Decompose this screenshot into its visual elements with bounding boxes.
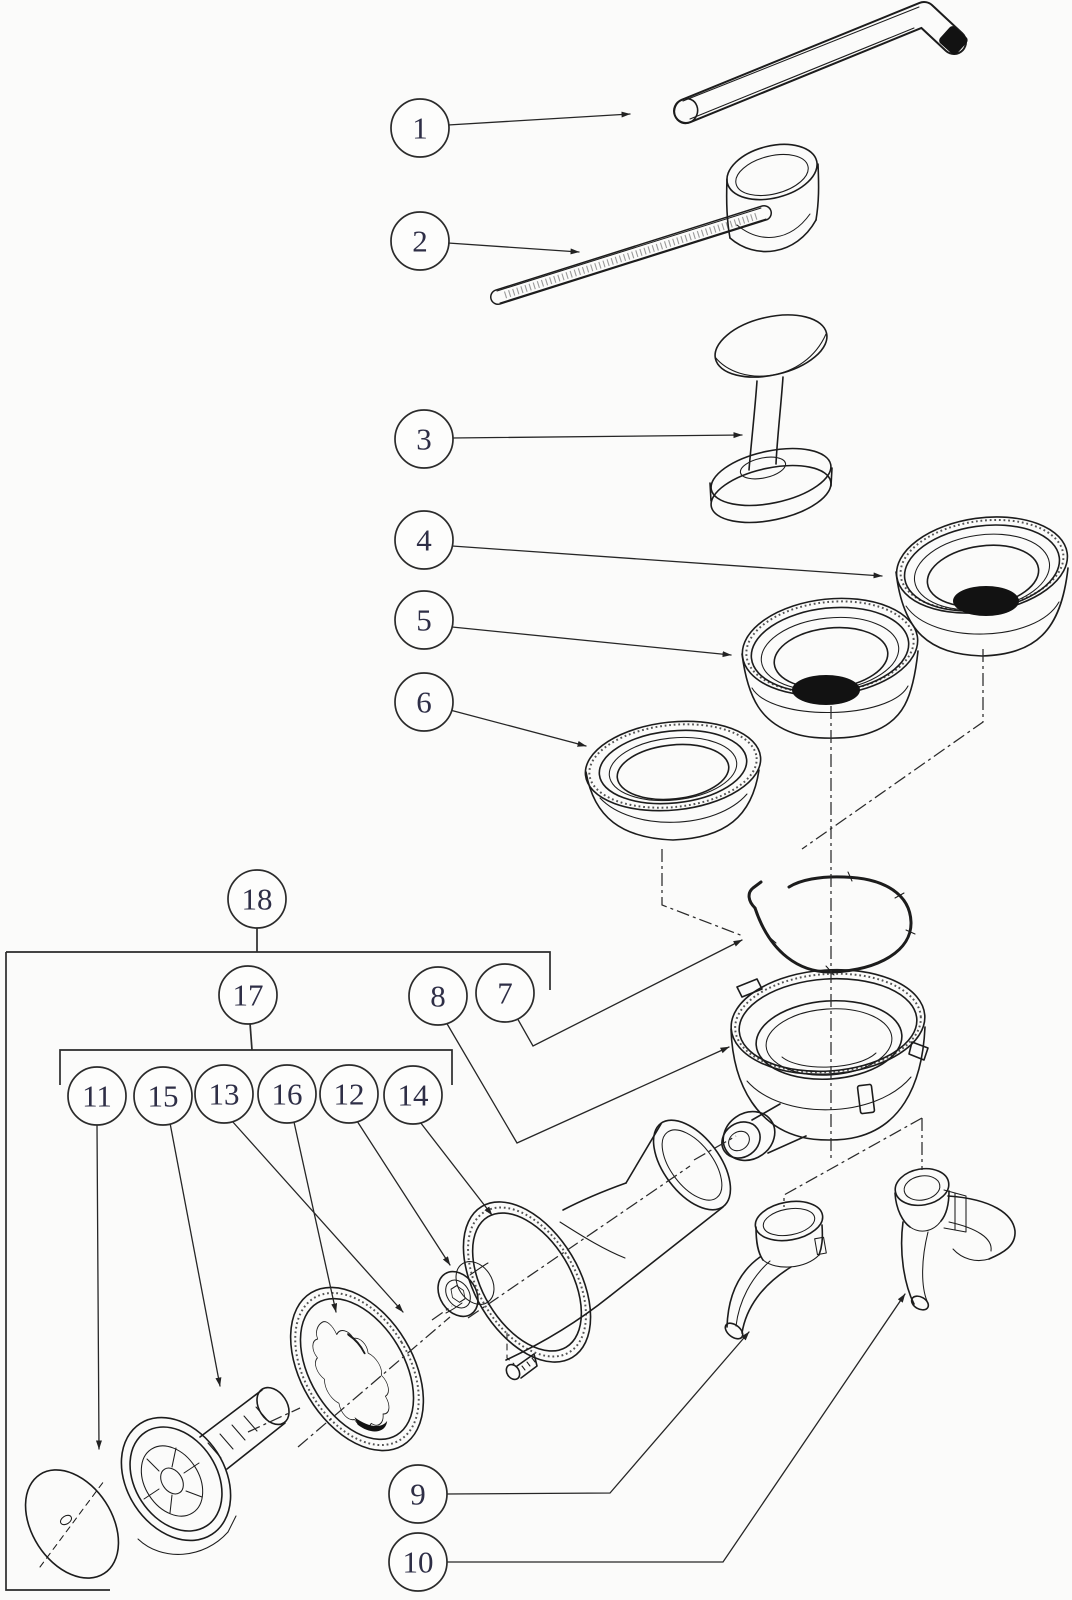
callout-18[interactable]: 18 (227, 869, 287, 929)
callout-circle[interactable] (194, 1064, 254, 1124)
callout-circle[interactable] (257, 1064, 317, 1124)
callout-circle[interactable] (67, 1066, 127, 1126)
part-screw (505, 1332, 538, 1381)
part-handle-funnel (462, 1119, 732, 1363)
bracket-17 (59, 1022, 453, 1085)
callout-circle[interactable] (394, 672, 454, 732)
callout-17[interactable]: 17 (218, 965, 278, 1025)
callout-number: 17 (233, 978, 264, 1013)
callout-circle[interactable] (475, 963, 535, 1023)
callout-number: 15 (148, 1079, 179, 1114)
callout-12[interactable]: 12 (319, 1064, 379, 1124)
callout-11[interactable]: 11 (67, 1066, 127, 1126)
callout-number: 12 (334, 1077, 365, 1112)
callout-8[interactable]: 8 (408, 966, 468, 1026)
callout-circle[interactable] (394, 510, 454, 570)
callout-number: 11 (82, 1079, 112, 1114)
callout-circle[interactable] (408, 966, 468, 1026)
callout-circle[interactable] (394, 409, 454, 469)
callout-number: 10 (403, 1545, 434, 1580)
callout-7[interactable]: 7 (475, 963, 535, 1023)
callout-3[interactable]: 3 (394, 409, 454, 469)
part-portafilter-body (721, 968, 929, 1162)
callout-2[interactable]: 2 (390, 211, 450, 271)
callout-number: 18 (242, 882, 273, 917)
callout-number: 8 (430, 979, 446, 1014)
callout-5[interactable]: 5 (394, 590, 454, 650)
callout-number: 5 (416, 603, 432, 638)
part-spout-single (724, 1200, 827, 1340)
callout-circle[interactable] (319, 1064, 379, 1124)
part-flanged-tube (437, 1261, 495, 1318)
callout-circle[interactable] (388, 1532, 448, 1592)
callout-circle[interactable] (390, 98, 450, 158)
callout-number: 1 (412, 111, 428, 146)
callout-circle[interactable] (390, 211, 450, 271)
callout-number: 14 (398, 1078, 430, 1113)
callout-number: 9 (410, 1477, 426, 1512)
callout-number: 3 (416, 422, 432, 457)
leader-lines (95, 111, 906, 1563)
callout-number: 7 (497, 976, 513, 1011)
callout-number: 13 (209, 1077, 240, 1112)
callout-number: 2 (412, 224, 428, 259)
centerlines (247, 649, 984, 1433)
part-tamper (709, 314, 833, 524)
part-basket-double (895, 516, 1069, 657)
part-scoop (490, 143, 820, 305)
callout-4[interactable]: 4 (394, 510, 454, 570)
callout-number: 4 (416, 523, 432, 558)
callout-circle[interactable] (133, 1066, 193, 1126)
callout-circle[interactable] (218, 965, 278, 1025)
part-spout-double (894, 1167, 1016, 1311)
callout-circle[interactable] (227, 869, 287, 929)
callout-number: 6 (416, 685, 432, 720)
callout-circle[interactable] (388, 1464, 448, 1524)
callout-9[interactable]: 9 (388, 1464, 448, 1524)
part-hex-key (673, 1, 968, 125)
callout-10[interactable]: 10 (388, 1532, 448, 1592)
callout-14[interactable]: 14 (383, 1065, 443, 1125)
part-basket-single (741, 597, 919, 739)
callout-15[interactable]: 15 (133, 1066, 193, 1126)
bracket-18 (5, 927, 551, 1591)
callout-1[interactable]: 1 (390, 98, 450, 158)
callout-6[interactable]: 6 (394, 672, 454, 732)
part-spring-clip (747, 871, 916, 976)
part-basket-blind (584, 720, 762, 841)
callout-number: 16 (272, 1077, 303, 1112)
callout-circle[interactable] (383, 1065, 443, 1125)
part-cap (120, 1386, 290, 1555)
callout-circle[interactable] (394, 590, 454, 650)
callout-13[interactable]: 13 (194, 1064, 254, 1124)
part-disc (24, 1469, 120, 1579)
part-star-gasket (289, 1286, 451, 1452)
callout-16[interactable]: 16 (257, 1064, 317, 1124)
